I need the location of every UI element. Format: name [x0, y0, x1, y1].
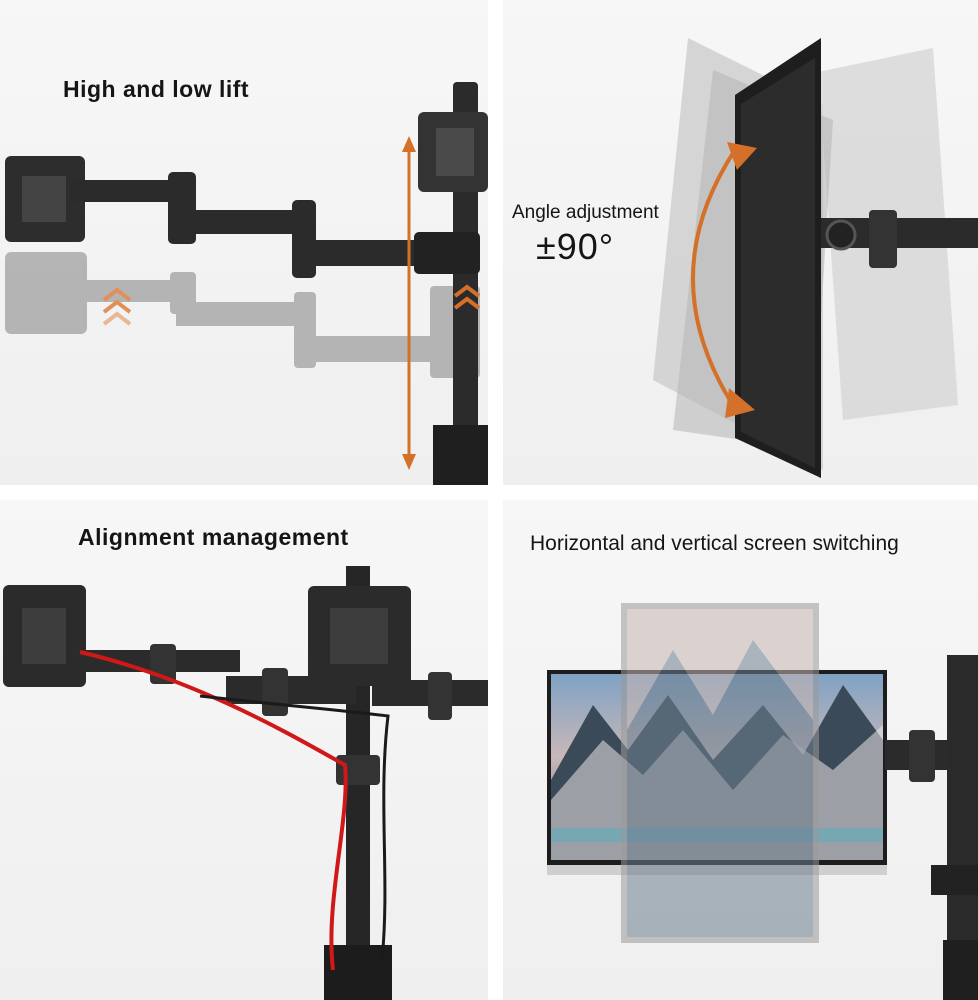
caption-high-low-lift: High and low lift — [63, 76, 250, 102]
clamp-base — [324, 945, 392, 1000]
alignment-illustration — [3, 566, 488, 1000]
double-headed-arrow-icon — [402, 136, 416, 470]
vesa-plate-center — [308, 586, 411, 686]
angle-illustration — [653, 38, 978, 478]
double-chevron-up-icon — [453, 284, 481, 310]
lift-illustration — [5, 82, 488, 485]
cable-black — [199, 694, 390, 961]
double-chevron-up-icon — [102, 287, 132, 326]
clamp-base — [433, 425, 488, 485]
cable-red — [79, 650, 348, 971]
panel-screen-switching: Horizontal and vertical screen switching — [503, 500, 978, 1000]
panel-alignment-management: Alignment management — [0, 500, 488, 1000]
monitor-vertical — [621, 603, 819, 943]
panel-angle-adjustment: Angle adjustment ±90° — [503, 0, 978, 485]
curved-arrow-icon — [691, 142, 757, 418]
arm-upper — [5, 156, 480, 278]
vesa-plate-left — [3, 585, 86, 687]
caption-angle-adjustment: Angle adjustment — [512, 202, 659, 223]
angle-value: ±90° — [536, 226, 615, 267]
clamp-base — [931, 865, 978, 895]
caption-screen-switching: Horizontal and vertical screen switching — [530, 532, 899, 555]
panel-high-low-lift: High and low lift — [0, 0, 488, 485]
caption-alignment-management: Alignment management — [78, 524, 349, 550]
vesa-plate-top — [418, 112, 488, 192]
rotation-illustration — [547, 603, 978, 1000]
